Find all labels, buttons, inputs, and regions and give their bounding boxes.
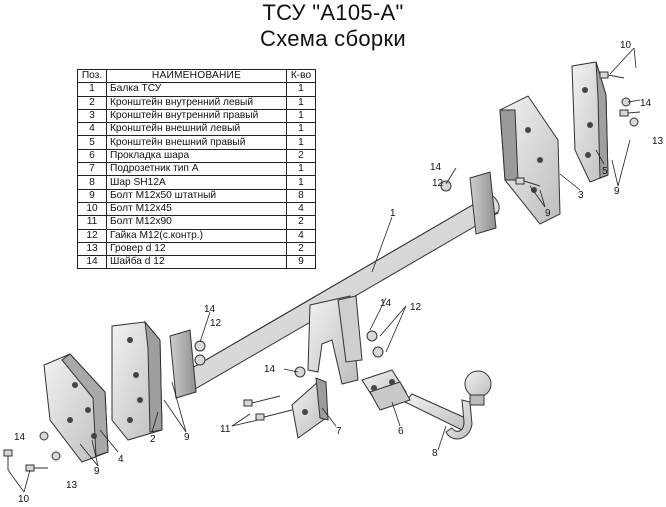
callout-9-right-inner: 9 [545,208,551,219]
bracket-outer-left [43,353,109,463]
callout-1: 1 [390,208,396,219]
callout-14-right-beam: 14 [430,162,442,173]
callout-7: 7 [336,426,342,437]
callout-10-left: 10 [18,494,30,505]
bolt-set [3,71,641,472]
callout-4: 4 [118,454,124,465]
callout-9-right-outer: 9 [614,186,620,197]
callout-14-left-beam: 14 [204,304,216,315]
callout-11: 11 [220,424,231,435]
callout-5: 5 [602,166,608,177]
callout-labels: 1 2 3 4 5 6 7 8 9 9 9 9 10 10 11 12 12 1… [14,40,664,505]
beam-part [169,171,500,399]
bracket-inner-left [111,320,163,441]
ball-spacer-plates [361,369,411,411]
diagram-subtitle: Схема сборки [260,26,406,51]
callout-14-left-outer: 14 [14,432,26,443]
diagram-title: ТСУ "А105-А" [262,0,404,25]
callout-10-right: 10 [620,40,632,51]
part-quantity: 2 [286,148,316,164]
part-position: 14 [77,255,107,270]
callout-13-left: 13 [66,480,78,491]
part-quantity: 9 [286,255,316,270]
part-name: Шайба d 12 [106,255,287,270]
callout-12-right: 12 [432,178,444,189]
callout-14-center: 14 [380,298,392,309]
callout-14-socket: 14 [264,364,276,375]
callout-6: 6 [398,426,404,437]
socket-bracket [291,377,329,439]
callout-2: 2 [150,434,156,445]
bracket-outer-right [571,61,609,183]
callout-13-right: 13 [652,136,664,147]
callout-9-left-inner: 9 [184,432,190,443]
leader-lines [7,47,641,493]
callout-3: 3 [578,190,584,201]
part-quantity: 4 [286,228,316,243]
callout-12-center: 12 [410,302,422,313]
callout-14-right-outer: 14 [640,98,652,109]
bracket-inner-right [499,95,561,225]
callout-9-left-outer: 9 [94,466,100,477]
callout-8: 8 [432,448,438,459]
callout-12-left: 12 [210,318,222,329]
tow-ball-part [404,370,492,440]
